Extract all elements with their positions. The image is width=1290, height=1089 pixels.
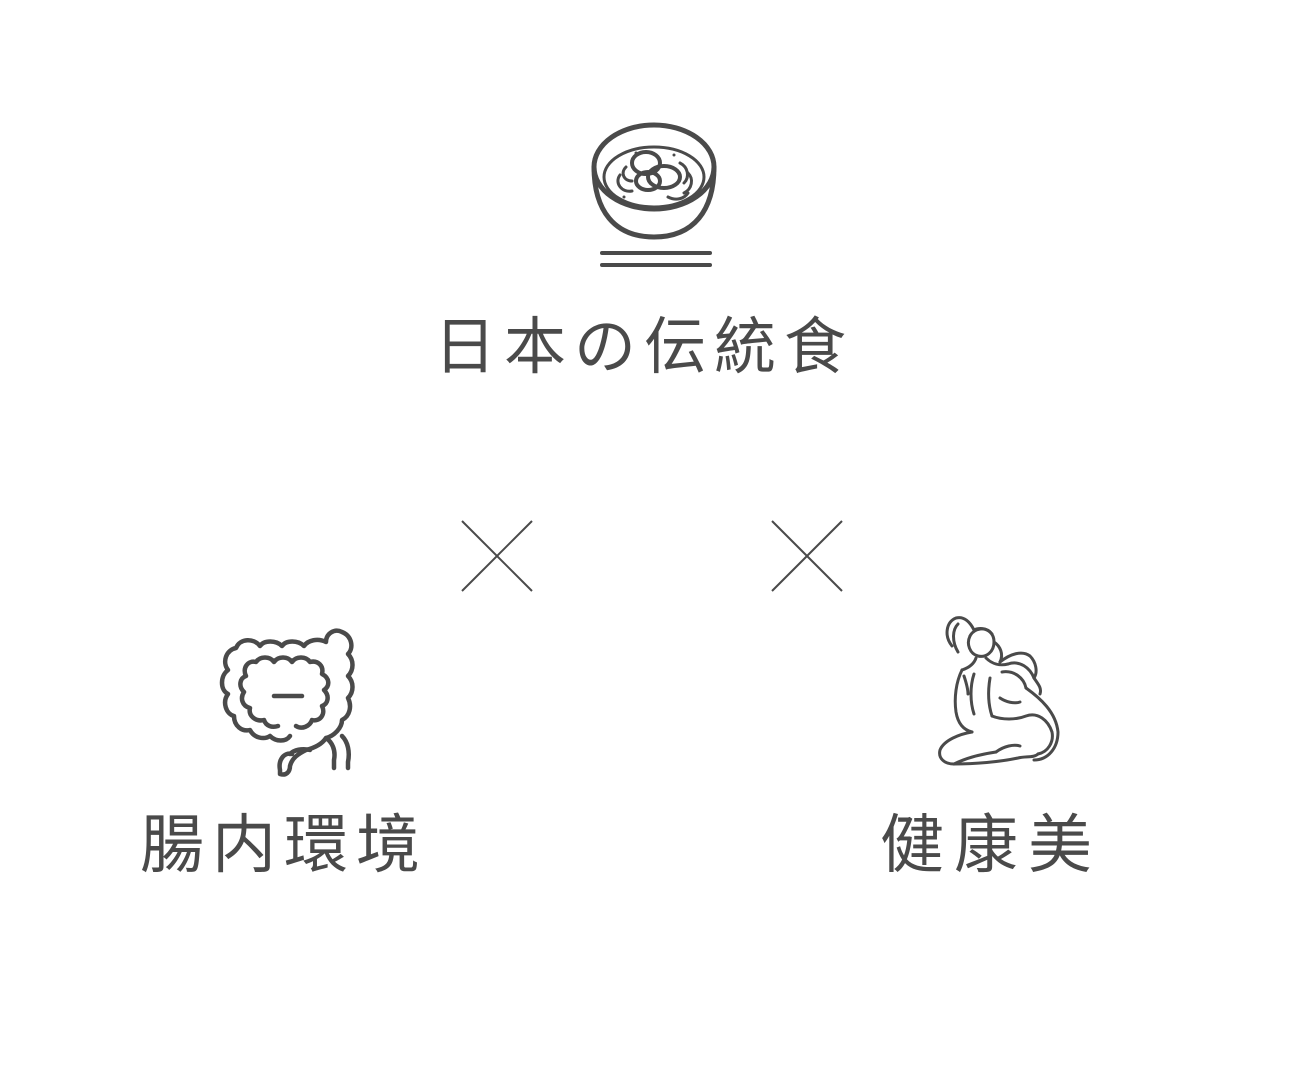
intestine-icon: [219, 628, 355, 777]
yoga-pose-icon: [938, 616, 1060, 766]
multiply-sign-left-icon: [461, 520, 533, 592]
multiply-sign-right-icon: [771, 520, 843, 592]
right-label: 健康美: [880, 809, 1102, 883]
top-label: 日本の伝統食: [434, 310, 855, 383]
miso-soup-bowl-icon: [591, 122, 717, 267]
left-label: 腸内環境: [140, 809, 428, 883]
